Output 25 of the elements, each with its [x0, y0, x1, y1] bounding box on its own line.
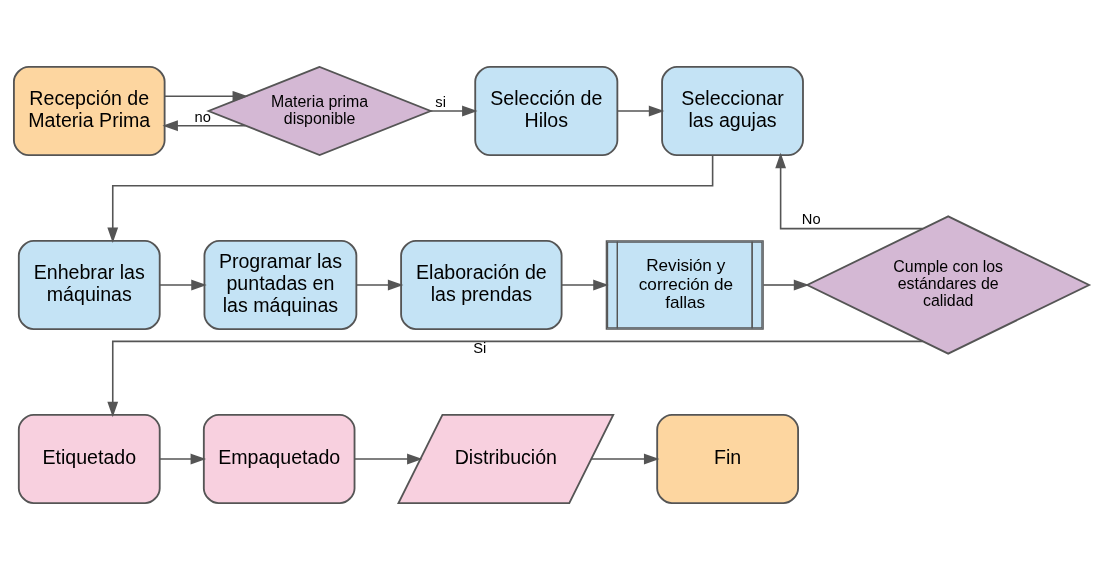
- node-box: Recepción de Materia Prima: [13, 65, 166, 156]
- node-box: Seleccionar las agujas: [661, 65, 804, 156]
- arrow: [560, 279, 609, 290]
- node-box: Elaboración de las prendas: [400, 239, 563, 330]
- arrow: [762, 279, 810, 290]
- edge-label: Si: [473, 339, 487, 356]
- arrow: [775, 152, 924, 229]
- arrow: [107, 154, 714, 243]
- arrow: [616, 105, 665, 116]
- edge-label: si: [435, 93, 446, 110]
- arrow: [429, 105, 478, 116]
- arrow: [355, 279, 404, 290]
- arrow: [590, 453, 660, 464]
- node-box: Fin: [656, 413, 799, 504]
- arrow: [163, 90, 248, 102]
- arrow: [107, 340, 924, 417]
- arrow: [353, 453, 423, 464]
- node-box: Enhebrar las máquinas: [17, 239, 161, 330]
- arrow: [159, 453, 207, 464]
- arrow: [159, 279, 207, 290]
- node-box: Selección de Hilos: [474, 65, 619, 156]
- node-box: Programar las puntadas en las máquinas: [203, 239, 358, 330]
- arrow: [162, 119, 247, 131]
- node-box: Etiquetado: [17, 413, 161, 504]
- node-box: Empaquetado: [202, 413, 356, 504]
